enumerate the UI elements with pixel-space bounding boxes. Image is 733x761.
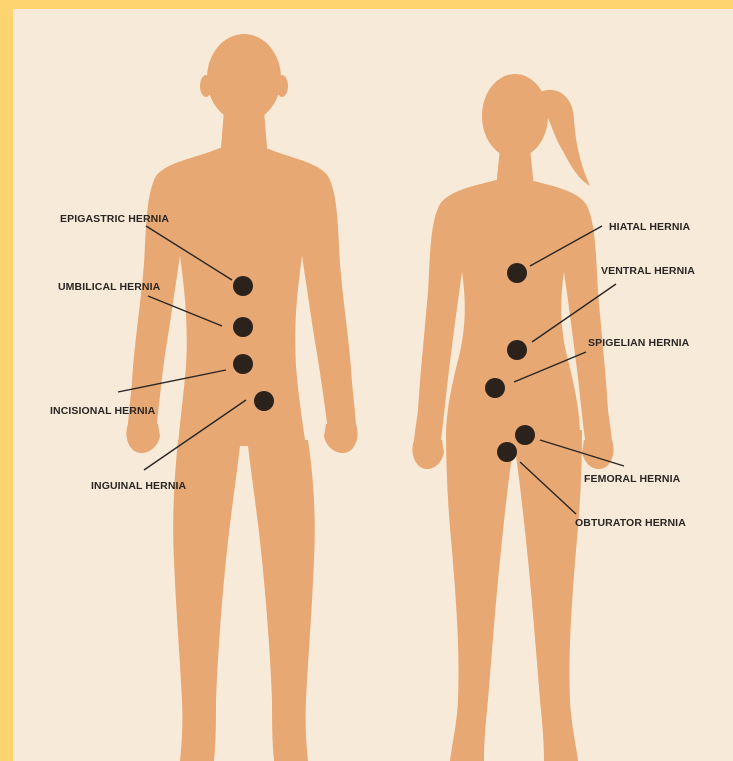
femoral-marker: [515, 425, 535, 445]
hiatal-marker: [507, 263, 527, 283]
ventral-marker: [507, 340, 527, 360]
label-incisional-hernia: INCISIONAL HERNIA: [50, 405, 156, 417]
male-body-silhouette: [126, 34, 357, 761]
label-ventral-hernia: VENTRAL HERNIA: [601, 265, 695, 277]
label-spigelian-hernia: SPIGELIAN HERNIA: [588, 337, 690, 349]
label-umbilical-hernia: UMBILICAL HERNIA: [58, 281, 161, 293]
obturator-marker: [497, 442, 517, 462]
label-hiatal-hernia: HIATAL HERNIA: [609, 221, 691, 233]
label-femoral-hernia: FEMORAL HERNIA: [584, 473, 681, 485]
inguinal-marker: [254, 391, 274, 411]
epigastric-marker: [233, 276, 253, 296]
label-inguinal-hernia: INGUINAL HERNIA: [91, 480, 187, 492]
spigelian-marker: [485, 378, 505, 398]
female-body-silhouette: [412, 74, 613, 761]
umbilical-marker: [233, 317, 253, 337]
label-epigastric-hernia: EPIGASTRIC HERNIA: [60, 213, 169, 225]
incisional-marker: [233, 354, 253, 374]
label-obturator-hernia: OBTURATOR HERNIA: [575, 517, 686, 529]
